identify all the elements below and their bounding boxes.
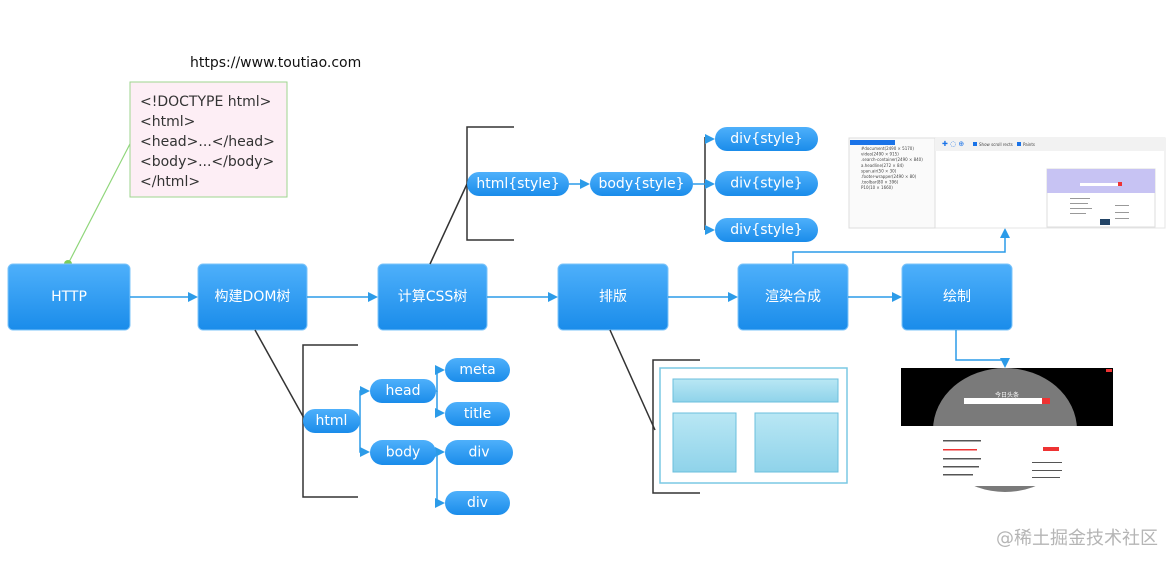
stage-label: HTTP bbox=[51, 289, 87, 305]
tree-node-label: body{style} bbox=[598, 176, 684, 192]
layer-item: P10(10 × 1660) bbox=[861, 185, 893, 190]
tree-node: div{style} bbox=[715, 218, 818, 242]
stage-label: 绘制 bbox=[943, 289, 971, 305]
stage-node: 渲染合成 bbox=[737, 263, 849, 331]
watermark: @稀土掘金技术社区 bbox=[996, 528, 1158, 549]
tree-node: meta bbox=[445, 358, 510, 382]
tree-node: head bbox=[370, 379, 436, 403]
code-line: </html> bbox=[140, 174, 200, 190]
stage-node: 绘制 bbox=[901, 263, 1013, 331]
tree-node-label: div bbox=[467, 495, 488, 511]
tree-node-label: html bbox=[316, 413, 348, 429]
tree-node-label: div{style} bbox=[730, 176, 802, 192]
url-label: https://www.toutiao.com bbox=[190, 55, 361, 71]
layer-item: .footer-wrapper(2490 × 80) bbox=[861, 174, 917, 179]
layer-item: a.headline(272 × 84) bbox=[861, 163, 904, 168]
stage-node: 排版 bbox=[557, 263, 669, 331]
toutiao-page-screenshot: 今日头条 bbox=[901, 368, 1113, 492]
tree-node-label: body bbox=[386, 445, 421, 461]
stage-label: 构建DOM树 bbox=[215, 289, 291, 305]
tree-node-label: div{style} bbox=[730, 131, 802, 147]
tree-node: body{style} bbox=[590, 172, 693, 196]
tree-node-label: head bbox=[386, 383, 421, 399]
checkbox-paints-label: Paints bbox=[1023, 142, 1035, 147]
page-logo: 今日头条 bbox=[995, 391, 1019, 399]
tree-node-label: div bbox=[468, 445, 489, 461]
layout-box bbox=[659, 367, 848, 484]
devtools-layers-screenshot: #document(2490 × 5170)video(2490 × 915).… bbox=[848, 137, 1166, 229]
stage-node: 构建DOM树 bbox=[197, 263, 308, 331]
layer-item: span.air(50 × 30) bbox=[861, 168, 897, 173]
tree-node: html bbox=[303, 409, 360, 433]
stage-node: 计算CSS树 bbox=[377, 263, 488, 331]
tree-node: html{style} bbox=[467, 172, 569, 196]
tree-node-label: div{style} bbox=[730, 222, 802, 238]
tree-node: div{style} bbox=[715, 171, 818, 196]
code-line: <!DOCTYPE html> bbox=[140, 94, 271, 110]
code-line: <head>...</head> bbox=[140, 134, 275, 150]
code-line: <body>...</body> bbox=[140, 154, 274, 170]
svg-text:✚ ◌ ⊕: ✚ ◌ ⊕ bbox=[942, 140, 964, 148]
layer-item: video(2490 × 915) bbox=[861, 152, 899, 157]
tree-node: body bbox=[370, 440, 436, 465]
tree-node: div{style} bbox=[715, 127, 818, 151]
code-line: <html> bbox=[140, 114, 195, 130]
connector bbox=[67, 139, 133, 265]
layer-item: .toolbar(80 × 396) bbox=[861, 180, 899, 185]
stage-label: 计算CSS树 bbox=[398, 289, 468, 305]
stage-label: 排版 bbox=[599, 289, 627, 305]
stage-label: 渲染合成 bbox=[765, 289, 821, 305]
tree-node: title bbox=[445, 402, 510, 426]
layer-item: .search-container(2490 × 840) bbox=[861, 157, 923, 162]
tree-node: div bbox=[445, 440, 513, 465]
layer-item: #document(2490 × 5170) bbox=[861, 146, 914, 151]
tree-node-label: meta bbox=[459, 362, 495, 378]
checkbox-scroll-label: Show scroll rects bbox=[979, 142, 1013, 147]
tree-node: div bbox=[445, 491, 510, 515]
tree-node-label: html{style} bbox=[476, 176, 559, 192]
code-box bbox=[129, 81, 288, 198]
stage-node: HTTP bbox=[7, 263, 131, 331]
tree-node-label: title bbox=[464, 406, 491, 422]
